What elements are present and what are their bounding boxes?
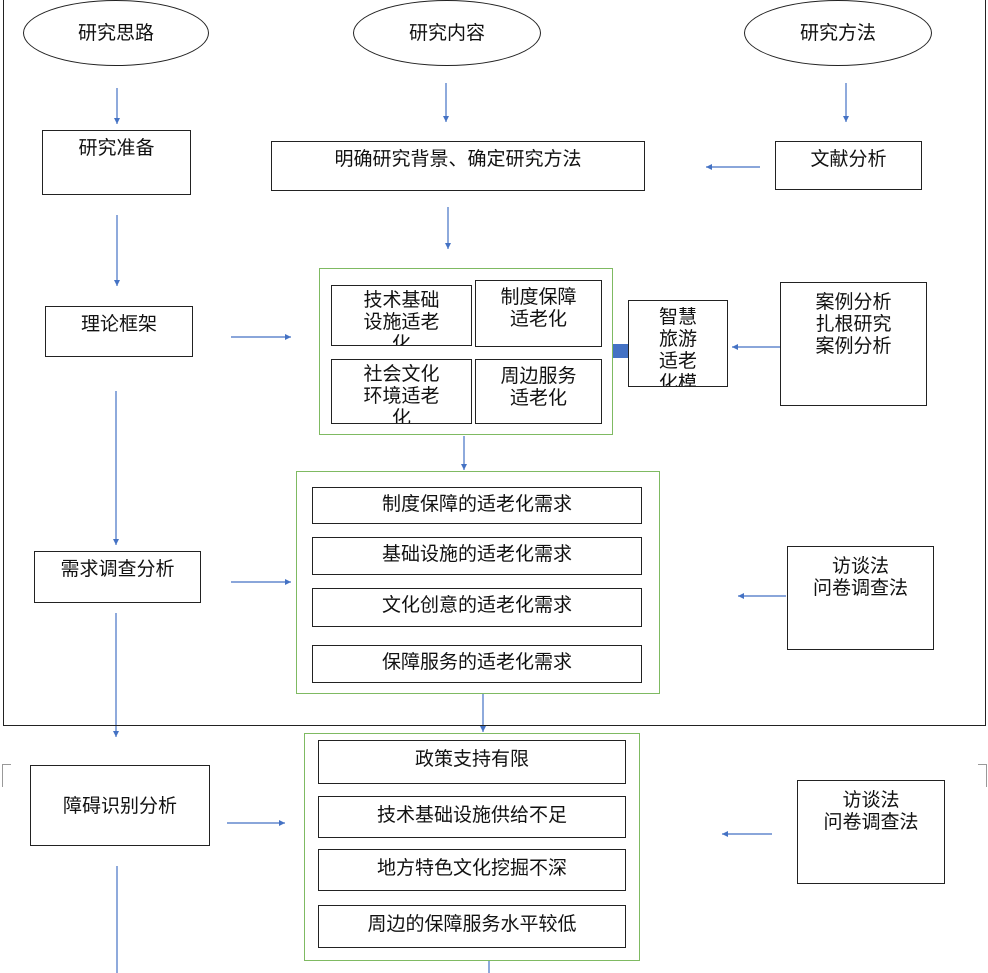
method-survey-demand-label: 访谈法 问卷调查法 xyxy=(812,555,908,599)
dim-surrounding-service: 周边服务 适老化 xyxy=(475,359,602,424)
demand-item-culture: 文化创意的适老化需求 xyxy=(312,588,642,627)
header-research-thinking: 研究思路 xyxy=(23,0,209,66)
dim-policy-guarantee-label: 制度保障 适老化 xyxy=(500,286,577,330)
step-theory-framework-label: 理论框架 xyxy=(80,313,157,335)
barrier-item-infrastructure-label: 技术基础设施供给不足 xyxy=(376,804,567,826)
smart-tourism-model-box: 智慧 旅游 适老 化模 xyxy=(628,300,728,387)
demand-item-service-label: 保障服务的适老化需求 xyxy=(381,651,572,673)
barrier-item-infrastructure: 技术基础设施供给不足 xyxy=(318,796,626,838)
method-case-study-label: 案例分析 扎根研究 案例分析 xyxy=(815,291,892,357)
method-survey-barrier-label: 访谈法 问卷调查法 xyxy=(823,789,919,833)
research-background-label: 明确研究背景、确定研究方法 xyxy=(334,148,582,170)
step-theory-framework: 理论框架 xyxy=(45,306,193,357)
demand-item-infrastructure-label: 基础设施的适老化需求 xyxy=(381,543,572,565)
research-background-box: 明确研究背景、确定研究方法 xyxy=(271,141,645,191)
page-frame xyxy=(3,0,986,726)
connector-tab xyxy=(613,344,628,358)
dim-tech-infrastructure: 技术基础 设施适老 化 xyxy=(331,285,472,346)
barrier-item-culture: 地方特色文化挖掘不深 xyxy=(318,849,626,891)
header-research-method-label: 研究方法 xyxy=(799,22,876,44)
step-research-prepare-label: 研究准备 xyxy=(78,137,155,159)
barriers-group xyxy=(304,733,640,961)
method-survey-demand: 访谈法 问卷调查法 xyxy=(787,546,934,650)
demand-item-policy: 制度保障的适老化需求 xyxy=(312,487,642,524)
header-research-thinking-label: 研究思路 xyxy=(77,22,154,44)
method-literature-analysis-label: 文献分析 xyxy=(810,148,887,170)
dim-tech-infrastructure-label: 技术基础 设施适老 化 xyxy=(363,289,440,346)
step-research-prepare: 研究准备 xyxy=(42,130,191,195)
dim-surrounding-service-label: 周边服务 适老化 xyxy=(500,365,577,409)
barrier-item-policy-label: 政策支持有限 xyxy=(414,748,529,770)
step-barrier-analysis-label: 障碍识别分析 xyxy=(62,794,177,817)
barrier-item-service: 周边的保障服务水平较低 xyxy=(318,905,626,948)
dim-policy-guarantee: 制度保障 适老化 xyxy=(475,280,602,347)
demands-group xyxy=(296,471,660,694)
demand-item-policy-label: 制度保障的适老化需求 xyxy=(381,493,572,515)
barrier-item-policy: 政策支持有限 xyxy=(318,740,626,784)
method-literature-analysis: 文献分析 xyxy=(775,141,922,190)
header-research-content-label: 研究内容 xyxy=(408,22,485,44)
header-research-content: 研究内容 xyxy=(353,0,541,66)
method-survey-barrier: 访谈法 问卷调查法 xyxy=(797,780,945,884)
demand-item-infrastructure: 基础设施的适老化需求 xyxy=(312,537,642,575)
smart-tourism-model-label: 智慧 旅游 适老 化模 xyxy=(658,306,697,387)
dim-social-culture: 社会文化 环境适老 化 xyxy=(331,359,472,424)
corner-mark-right xyxy=(978,764,987,787)
step-barrier-analysis: 障碍识别分析 xyxy=(30,765,210,846)
barrier-item-culture-label: 地方特色文化挖掘不深 xyxy=(376,857,567,879)
step-demand-analysis-label: 需求调查分析 xyxy=(60,558,175,580)
step-demand-analysis: 需求调查分析 xyxy=(34,551,201,603)
demand-item-service: 保障服务的适老化需求 xyxy=(312,645,642,683)
corner-mark-left xyxy=(2,764,11,787)
dim-social-culture-label: 社会文化 环境适老 化 xyxy=(363,363,440,424)
dimensions-group xyxy=(319,268,613,435)
demand-item-culture-label: 文化创意的适老化需求 xyxy=(381,594,572,616)
method-case-study: 案例分析 扎根研究 案例分析 xyxy=(780,282,927,406)
header-research-method: 研究方法 xyxy=(744,0,932,66)
barrier-item-service-label: 周边的保障服务水平较低 xyxy=(367,913,577,935)
